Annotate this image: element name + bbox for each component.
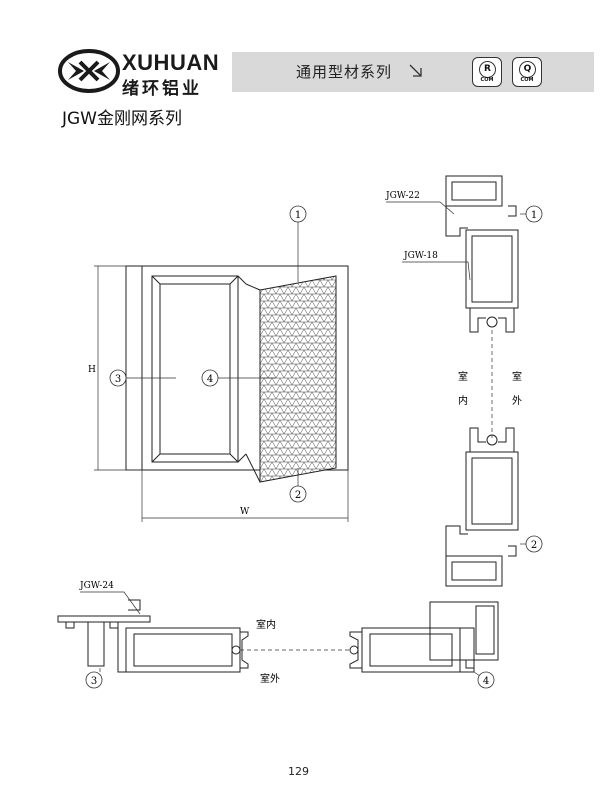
width-label: W <box>240 507 250 517</box>
horizontal-section-right <box>349 601 499 673</box>
height-label: H <box>88 365 96 375</box>
callout-label: 3 <box>91 676 97 687</box>
series-title: 通用型材系列 <box>296 63 393 81</box>
badge-sub: COM <box>520 77 534 83</box>
callout-label: 1 <box>295 210 301 221</box>
callout-label: 4 <box>207 374 213 385</box>
brand-name-cn: 绪环铝业 <box>122 79 202 99</box>
indoor-label: 室内 <box>256 618 276 631</box>
profile-label-jgw18: JGW-18 <box>403 251 438 261</box>
page-number: 129 <box>288 765 309 778</box>
vertical-section-bottom <box>445 427 519 587</box>
window-elevation <box>125 265 349 483</box>
callout-label: 2 <box>295 490 301 501</box>
indoor-char-2: 内 <box>458 394 468 407</box>
leader-lines <box>126 222 299 486</box>
callout-2-section <box>525 535 543 553</box>
callout-label: 3 <box>115 374 121 385</box>
badge-sub: COM <box>480 77 494 83</box>
callout-1 <box>289 205 307 223</box>
badge-letter: R <box>479 61 496 78</box>
certification-badge-r: R COM <box>472 57 502 87</box>
callout-2 <box>289 485 307 503</box>
dimension-lines <box>94 265 349 522</box>
xuhuan-logo-icon <box>58 49 120 93</box>
diagonal-arrow-icon <box>409 64 422 77</box>
profile-label-jgw24: JGW-24 <box>79 581 114 591</box>
page-heading: JGW金刚网系列 <box>62 109 182 129</box>
indoor-char-1: 室 <box>458 370 468 383</box>
callout-label: 2 <box>531 540 537 551</box>
callout-3 <box>109 369 127 387</box>
badge-letter: Q <box>519 61 536 78</box>
callout-4-section <box>477 671 495 689</box>
brand-name-en: XUHUAN <box>122 50 220 75</box>
callout-1-section <box>525 205 543 223</box>
callout-3-section <box>85 671 103 689</box>
outdoor-char-1: 室 <box>512 370 522 383</box>
certification-badge-q: Q COM <box>512 57 542 87</box>
vertical-section-top <box>445 175 519 333</box>
profile-label-jgw22: JGW-22 <box>385 191 420 201</box>
callout-label: 4 <box>483 676 489 687</box>
callout-4 <box>201 369 219 387</box>
outdoor-label: 室外 <box>260 672 280 685</box>
horizontal-section-left <box>57 599 249 673</box>
outdoor-char-2: 外 <box>512 395 522 407</box>
callout-label: 1 <box>531 210 537 221</box>
